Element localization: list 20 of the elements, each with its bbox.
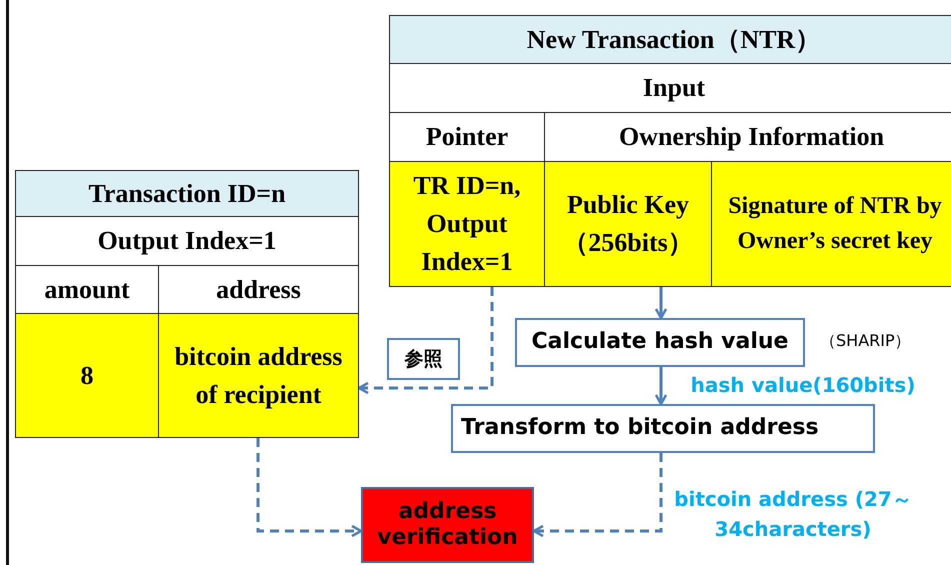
table-cell: TR ID=n, Output Index=1 — [389, 161, 545, 287]
table-cell: Signature of NTR by Owner’s secret key — [711, 161, 951, 287]
arrow — [358, 287, 494, 394]
table-cell: Output Index=1 — [15, 216, 359, 266]
arrow — [532, 453, 662, 538]
table-cell: 8 — [15, 313, 159, 438]
table-cell: Transaction ID=n — [15, 170, 359, 217]
process-box: Transform to bitcoin address — [451, 404, 875, 453]
verification-box: address verification — [361, 487, 534, 563]
edge-label: hash value(160bits) — [690, 372, 916, 399]
arrow — [654, 287, 668, 320]
tag-box: 参照 — [387, 338, 460, 380]
arrow — [654, 367, 668, 406]
arrow — [256, 438, 362, 538]
table-cell: bitcoin address of recipient — [158, 313, 359, 438]
table-cell: New Transaction（NTR） — [389, 15, 951, 64]
process-box: Calculate hash value — [515, 318, 805, 367]
edge-label: bitcoin address (27～34characters) — [673, 486, 913, 543]
side-note: （SHARIP） — [820, 331, 911, 352]
table-cell: Public Key （256bits） — [544, 161, 712, 287]
